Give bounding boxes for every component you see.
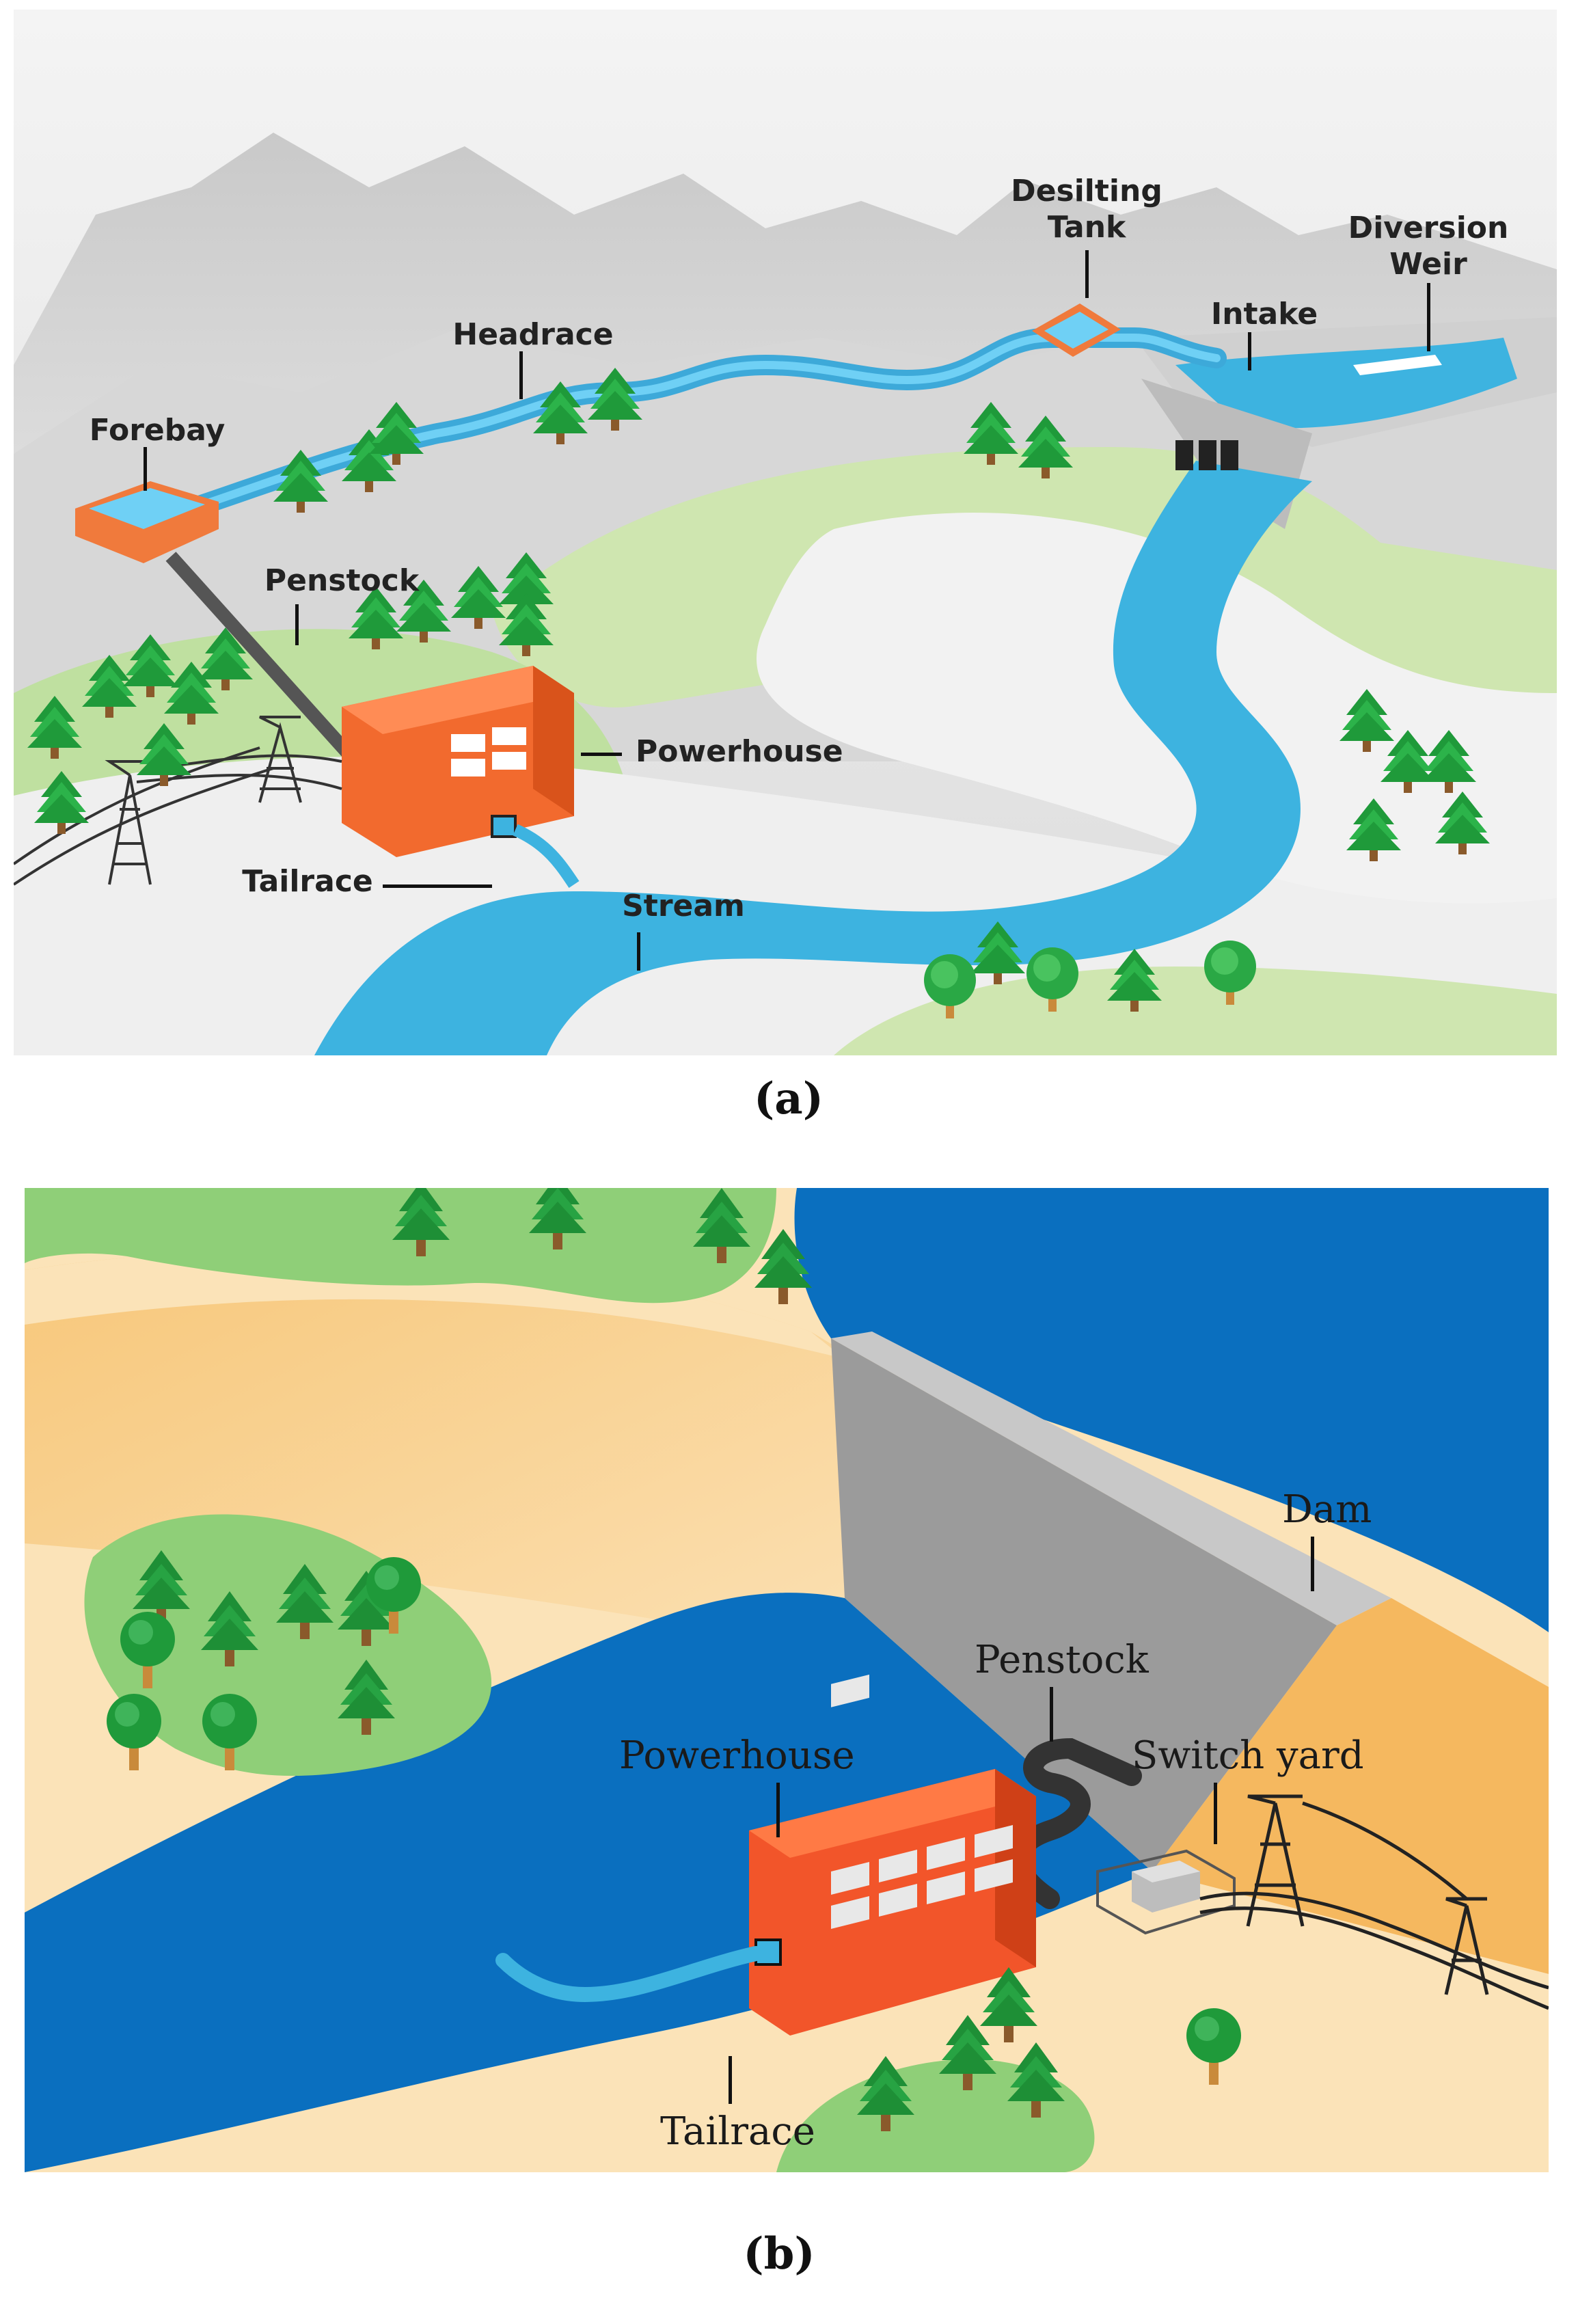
label-switch-yard: Switch yard (1132, 1733, 1364, 1778)
label-intake: Intake (1210, 297, 1318, 332)
leader-switch-yard (1214, 1783, 1217, 1844)
label-tailrace: Tailrace (242, 864, 373, 899)
label-headrace: Headrace (452, 317, 614, 352)
label-desilting-tank: Desilting Tank (1011, 174, 1162, 245)
label-penstock: Penstock (264, 563, 420, 598)
label-tailrace-b: Tailrace (660, 2109, 815, 2154)
label-stream: Stream (622, 889, 745, 923)
run-of-river-diagram: Forebay Headrace Desilting Tank Diversio… (14, 10, 1557, 1055)
leader-powerhouse (581, 753, 622, 756)
label-powerhouse-b: Powerhouse (619, 1733, 855, 1778)
leader-tailrace-b (729, 2056, 732, 2104)
label-powerhouse: Powerhouse (636, 734, 843, 769)
leader-forebay (144, 447, 147, 491)
leader-headrace (519, 351, 523, 399)
leader-desilting-tank (1085, 250, 1089, 298)
leader-powerhouse-b (776, 1783, 780, 1837)
leader-penstock (295, 604, 299, 645)
label-forebay: Forebay (89, 413, 226, 448)
leader-diversion-weir (1427, 283, 1430, 351)
leader-intake (1248, 332, 1251, 370)
leader-stream (637, 932, 640, 971)
label-penstock-b: Penstock (975, 1638, 1149, 1682)
dam-hydropower-diagram: Dam Penstock Powerhouse Switch yard Tail… (25, 1188, 1549, 2172)
label-dam: Dam (1282, 1487, 1372, 1532)
dam-hydropower-illustration (25, 1188, 1549, 2172)
leader-tailrace (383, 884, 492, 888)
run-of-river-illustration (14, 10, 1557, 1055)
leader-dam (1311, 1537, 1314, 1591)
leader-penstock-b (1050, 1687, 1053, 1742)
caption-b: (b) (743, 2228, 815, 2280)
label-diversion-weir: Diversion Weir (1348, 211, 1509, 282)
caption-a: (a) (753, 1073, 824, 1124)
